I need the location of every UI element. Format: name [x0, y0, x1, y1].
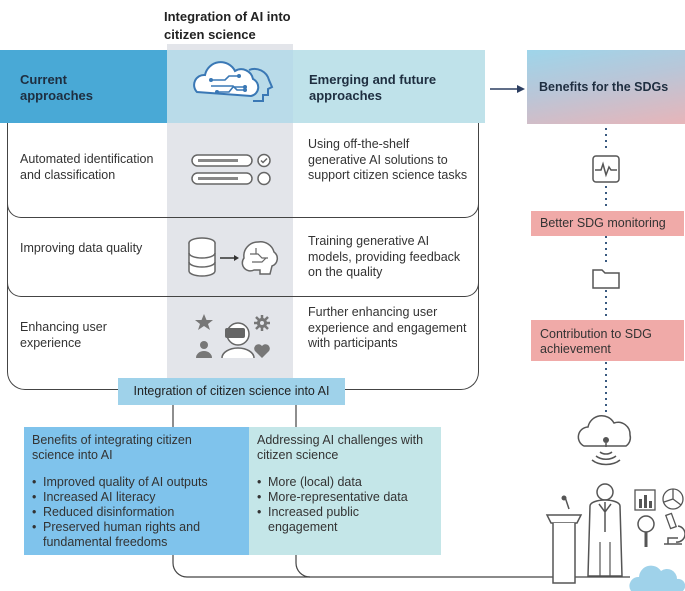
benefit-item: Increased AI literacy: [32, 490, 249, 505]
benefits-list: Improved quality of AI outputs Increased…: [32, 475, 249, 550]
benefit-item: Improved quality of AI outputs: [32, 475, 249, 490]
current-approaches-header: Current approaches: [0, 50, 167, 123]
microscope-icon: [664, 512, 685, 545]
emerging-row-3: Further enhancing user experience and en…: [308, 305, 467, 350]
sdg-benefits-label: Benefits for the SDGs: [539, 80, 669, 94]
scientist-icon: [587, 483, 623, 577]
monitor-pulse-icon: [592, 155, 620, 183]
magnifier-icon: [637, 515, 655, 547]
current-approaches-label: Current approaches: [20, 72, 93, 103]
chart-icon: [634, 489, 656, 511]
lectern-icon: [545, 495, 583, 584]
challenge-item: More-representative data: [257, 490, 441, 505]
current-row-2: Improving data quality: [20, 241, 143, 255]
current-row-3: Enhancing user experience: [20, 320, 107, 350]
sdg-benefits-header: Benefits for the SDGs: [527, 50, 685, 124]
header-icon-cell: [167, 50, 293, 123]
diagram-title: Integration of AI into citizen science: [164, 9, 291, 42]
database-brain-icon: [188, 237, 278, 277]
benefits-panel: Benefits of integrating citizen science …: [24, 427, 249, 555]
cloud-icon: [629, 565, 685, 591]
cloud-signal-icon: [577, 415, 632, 466]
benefits-title: Benefits of integrating citizen science …: [32, 433, 192, 462]
pie-chart-icon: [662, 488, 684, 510]
challenge-item: Increased public engagement: [257, 505, 418, 535]
integration-label: Integration of citizen science into AI: [118, 378, 345, 405]
folder-icon: [592, 269, 620, 289]
emerging-approaches-label: Emerging and future approaches: [309, 72, 437, 103]
challenges-panel: Addressing AI challenges with citizen sc…: [249, 427, 441, 555]
checklist-icon: [191, 153, 271, 186]
challenge-item: More (local) data: [257, 475, 441, 490]
emerging-row-2: Training generative AI models, providing…: [308, 234, 461, 279]
emerging-approaches-header: Emerging and future approaches: [293, 50, 485, 123]
benefit-item: Reduced disinformation: [32, 505, 249, 520]
current-row-1: Automated identification and classificat…: [20, 152, 154, 182]
cloud-brain-icon: [193, 61, 274, 102]
sdg-step-monitoring: Better SDG monitoring: [531, 211, 684, 236]
challenges-list: More (local) data More-representative da…: [257, 475, 441, 535]
challenges-title: Addressing AI challenges with citizen sc…: [257, 433, 424, 462]
emerging-row-1: Using off-the-shelf generative AI soluti…: [308, 137, 468, 182]
vr-user-icon: [195, 314, 270, 359]
benefit-item: Preserved human rights and fundamental f…: [32, 520, 243, 550]
sdg-step-contribution: Contribution to SDG achievement: [531, 320, 684, 361]
